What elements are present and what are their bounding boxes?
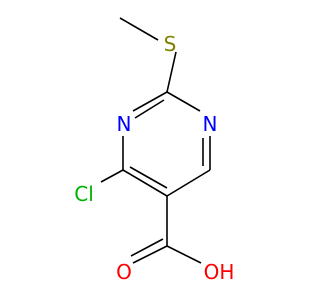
bond-s-c2 [166, 51, 177, 93]
atom-hydroxyl: OH [204, 260, 235, 284]
bond-c5-c6 [166, 169, 211, 197]
bond-methyl-s [119, 17, 159, 41]
bond-c2-n1 [132, 91, 168, 112]
bonds [100, 17, 211, 264]
atom-chlorine: Cl [74, 182, 94, 206]
bond-carboxyl-o [132, 245, 168, 264]
atom-labels: S N N Cl O OH [74, 32, 234, 284]
atom-oxygen-carbonyl: O [116, 260, 132, 284]
bond-c4-c5-second [129, 166, 168, 189]
atom-sulfur: S [164, 32, 177, 56]
bond-carboxyl-o-second [130, 238, 164, 257]
bond-c2-n1-second [134, 99, 165, 119]
bond-c4-cl [100, 169, 124, 183]
bond-c4-c5 [122, 169, 168, 197]
bond-carboxyl-oh [166, 245, 202, 264]
atom-nitrogen-3: N [203, 112, 218, 136]
bond-c2-n3 [166, 91, 201, 112]
atom-nitrogen-1: N [117, 112, 132, 136]
molecule-structure: S N N Cl O OH [74, 17, 234, 284]
